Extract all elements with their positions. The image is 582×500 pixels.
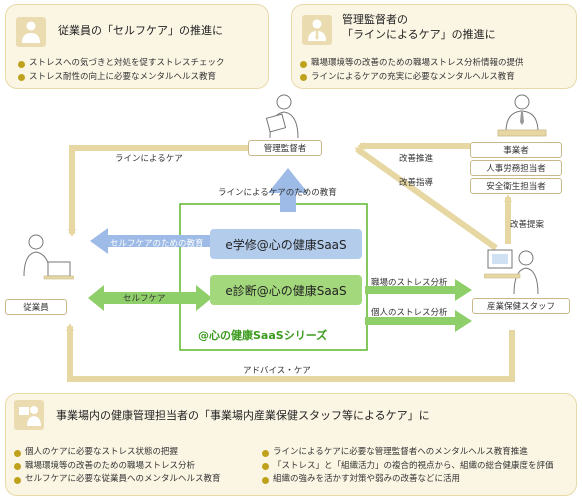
self-care-arrow	[88, 285, 212, 311]
list-item: 組織の強みを活かす対策や弱みの改善などに活用	[262, 473, 554, 487]
improve-propose-label: 改善提案	[510, 220, 545, 230]
line-care-panel: 管理監督者の 「ラインによるケア」の推進に 職場環境等の改善のための職場ストレス…	[291, 4, 577, 89]
supervisor-figure-icon	[265, 94, 299, 139]
improve-promote-label: 改善推進	[399, 154, 434, 164]
saas-learn-box: e学修@心の健康SaaS	[210, 229, 362, 259]
self-care-label: セルフケア	[123, 294, 166, 304]
list-item: 「ストレス」と「組織活力」の複合的視点から、組織の総合健康度を評価	[262, 460, 554, 474]
list-item: ストレスへの気づきと対処を促すストレスチェック	[18, 57, 225, 71]
saas-frame	[179, 203, 368, 351]
list-item: 職場環境等の改善のための職場ストレス分析	[14, 460, 221, 474]
employee-node: 従業員	[5, 299, 67, 315]
line-care-list: 職場環境等の改善のための職場ストレス分析情報の提供 ラインによるケアの充実に必要…	[300, 57, 524, 84]
staff-care-left-list: 個人のケアに必要なストレス状態の把握 職場環境等の改善のための職場ストレス分析 …	[14, 446, 221, 487]
self-care-panel-title: 従業員の「セルフケア」の推進に	[58, 24, 223, 37]
staff-care-right-list: ラインによるケアに必要な管理監督者へのメンタルヘルス教育推進 「ストレス」と「組…	[262, 446, 554, 487]
edu-self-label: セルフケアのための教育	[110, 239, 204, 249]
health-staff-figure-icon	[484, 249, 539, 295]
list-item: 職場環境等の改善のための職場ストレス分析情報の提供	[300, 57, 524, 71]
safety-manager-node: 安全衛生担当者	[470, 178, 562, 194]
self-care-list: ストレスへの気づきと対処を促すストレスチェック ストレス耐性の向上に必要なメンタ…	[18, 57, 225, 84]
employee-figure-icon	[23, 234, 74, 280]
list-item: 個人のケアに必要なストレス状態の把握	[14, 446, 221, 460]
saas-diagnose-box: e診断@心の健康SaaS	[210, 275, 362, 305]
advice-care-label: アドバイス・ケア	[243, 366, 311, 376]
list-item: ストレス耐性の向上に必要なメンタルヘルス教育	[18, 71, 225, 85]
edu-line-label: ラインによるケアのための教育	[218, 188, 337, 198]
list-item: セルフケアに必要な従業員へのメンタルヘルス教育	[14, 473, 221, 487]
supervisor-pictogram-icon	[302, 15, 332, 45]
employer-node: 事業者	[470, 142, 562, 158]
saas-series-logo: @心の健康SaaSシリーズ	[198, 329, 328, 342]
edu-line-arrow	[268, 168, 308, 212]
line-care-panel-title-line1: 管理監督者の	[342, 13, 408, 26]
advice-care-arrow	[66, 323, 515, 382]
staff-care-panel: 事業場内の健康管理担当者の「事業場内産業保健スタッフ等によるケア」に 個人のケア…	[5, 393, 577, 496]
staff-care-panel-title: 事業場内の健康管理担当者の「事業場内産業保健スタッフ等によるケア」に	[56, 409, 430, 422]
supervisor-node: 管理監督者	[248, 140, 322, 156]
self-care-panel: 従業員の「セルフケア」の推進に ストレスへの気づきと対処を促すストレスチェック …	[5, 4, 269, 89]
hr-manager-node: 人事労務担当者	[470, 160, 562, 176]
employee-pictogram-icon	[16, 17, 46, 47]
line-care-label: ラインによるケア	[115, 154, 183, 164]
personal-analysis-label: 個人のストレス分析	[371, 308, 448, 318]
workplace-analysis-arrow	[365, 279, 472, 301]
employer-figure-icon	[497, 94, 547, 137]
list-item: ラインによるケアの充実に必要なメンタルヘルス教育	[300, 71, 524, 85]
health-staff-pictogram-icon	[14, 400, 44, 430]
personal-analysis-arrow	[365, 310, 472, 332]
workplace-analysis-label: 職場のストレス分析	[371, 278, 448, 288]
improve-guide-label: 改善指導	[399, 178, 434, 188]
line-care-arrow	[68, 145, 266, 237]
list-item: ラインによるケアに必要な管理監督者へのメンタルヘルス教育推進	[262, 446, 554, 460]
improve-guide-arrow	[354, 146, 498, 251]
edu-self-arrow	[90, 228, 210, 254]
health-staff-node: 産業保健スタッフ	[472, 298, 570, 314]
line-care-panel-title-line2: 「ラインによるケア」の推進に	[342, 28, 496, 41]
